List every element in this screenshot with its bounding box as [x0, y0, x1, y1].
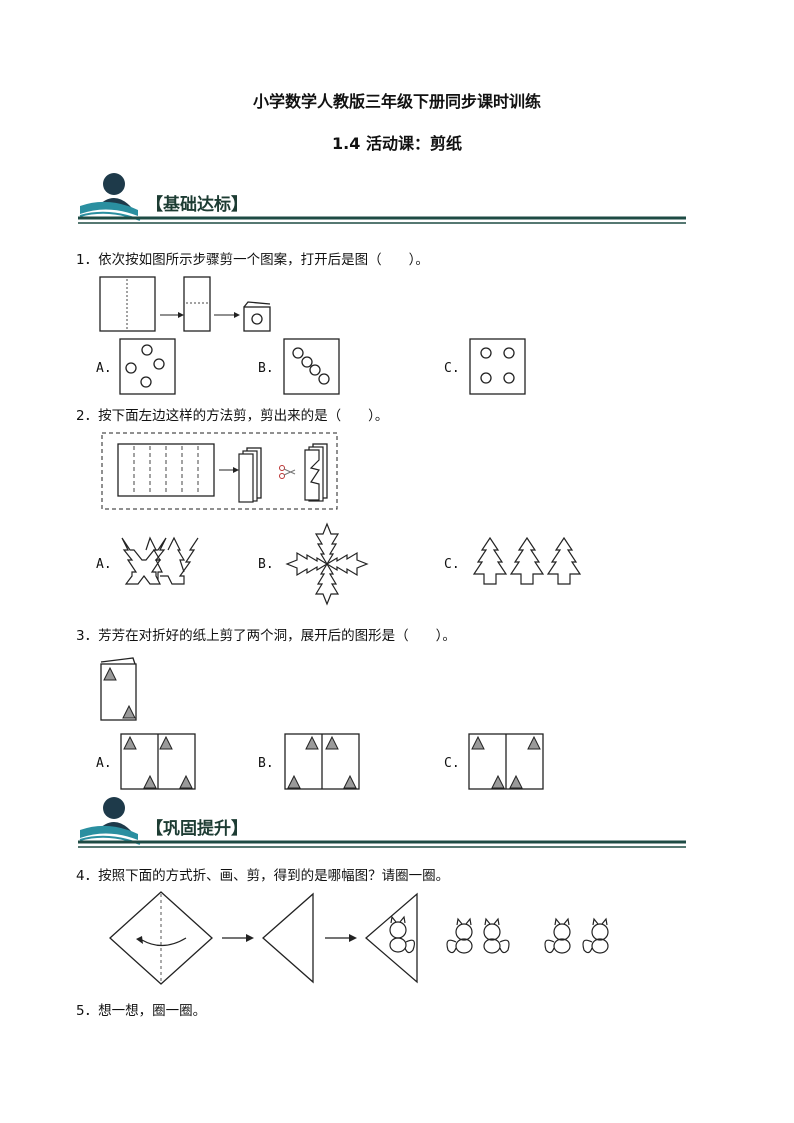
q3-option-b-figure[interactable]: [284, 733, 362, 791]
page-title: 小学数学人教版三年级下册同步课时训练: [252, 92, 541, 111]
question-2: 2．按下面左边这样的方法剪，剪出来的是（ ）。: [76, 408, 389, 424]
section-banner-advanced: [78, 797, 686, 848]
question-5: 5．想一想，圈一圈。: [76, 1003, 207, 1019]
q2-option-a-label[interactable]: A.: [96, 557, 112, 572]
section-banner-basic: [78, 173, 686, 224]
q1-option-a-figure[interactable]: [119, 338, 177, 396]
q1-option-b-figure[interactable]: [283, 338, 341, 396]
reader-icon: [79, 173, 141, 221]
question-1: 1．依次按如图所示步骤剪一个图案，打开后是图（ ）。: [76, 252, 429, 268]
question-4: 4．按照下面的方式折、画、剪，得到的是哪幅图？请圈一圈。: [76, 868, 450, 884]
section-label-basic: 【基础达标】: [146, 195, 248, 215]
squirrel-icon: [389, 915, 416, 954]
question-3: 3．芳芳在对折好的纸上剪了两个洞，展开后的图形是（ ）。: [76, 628, 456, 644]
q3-option-b-label[interactable]: B.: [258, 756, 274, 771]
q2-option-c-figure[interactable]: [470, 536, 586, 592]
section-label-advanced: 【巩固提升】: [146, 819, 248, 839]
q4-fold-cut-figure: [109, 891, 609, 985]
q1-option-c-label[interactable]: C.: [444, 361, 460, 376]
q2-option-a-figure[interactable]: [118, 536, 202, 592]
q3-option-c-label[interactable]: C.: [444, 756, 460, 771]
q3-folded-paper-figure: [100, 657, 137, 721]
q2-option-b-figure[interactable]: [284, 520, 372, 608]
q3-option-a-label[interactable]: A.: [96, 756, 112, 771]
reader-icon: [79, 797, 141, 845]
q3-option-c-figure[interactable]: [468, 733, 546, 791]
q3-option-a-figure[interactable]: [120, 733, 198, 791]
q2-option-b-label[interactable]: B.: [258, 557, 274, 572]
q1-option-c-figure[interactable]: [469, 338, 527, 396]
q1-option-b-label[interactable]: B.: [258, 361, 274, 376]
q1-option-a-label[interactable]: A.: [96, 361, 112, 376]
squirrel-pair-option-1: [446, 917, 510, 954]
scissors-icon: [279, 465, 296, 479]
q2-option-c-label[interactable]: C.: [444, 557, 460, 572]
page-subtitle: 1.4 活动课：剪纸: [332, 134, 462, 153]
q1-steps-figure: [99, 276, 271, 332]
q2-folding-figure: [101, 432, 338, 510]
squirrel-pair-option-2: [544, 917, 609, 954]
